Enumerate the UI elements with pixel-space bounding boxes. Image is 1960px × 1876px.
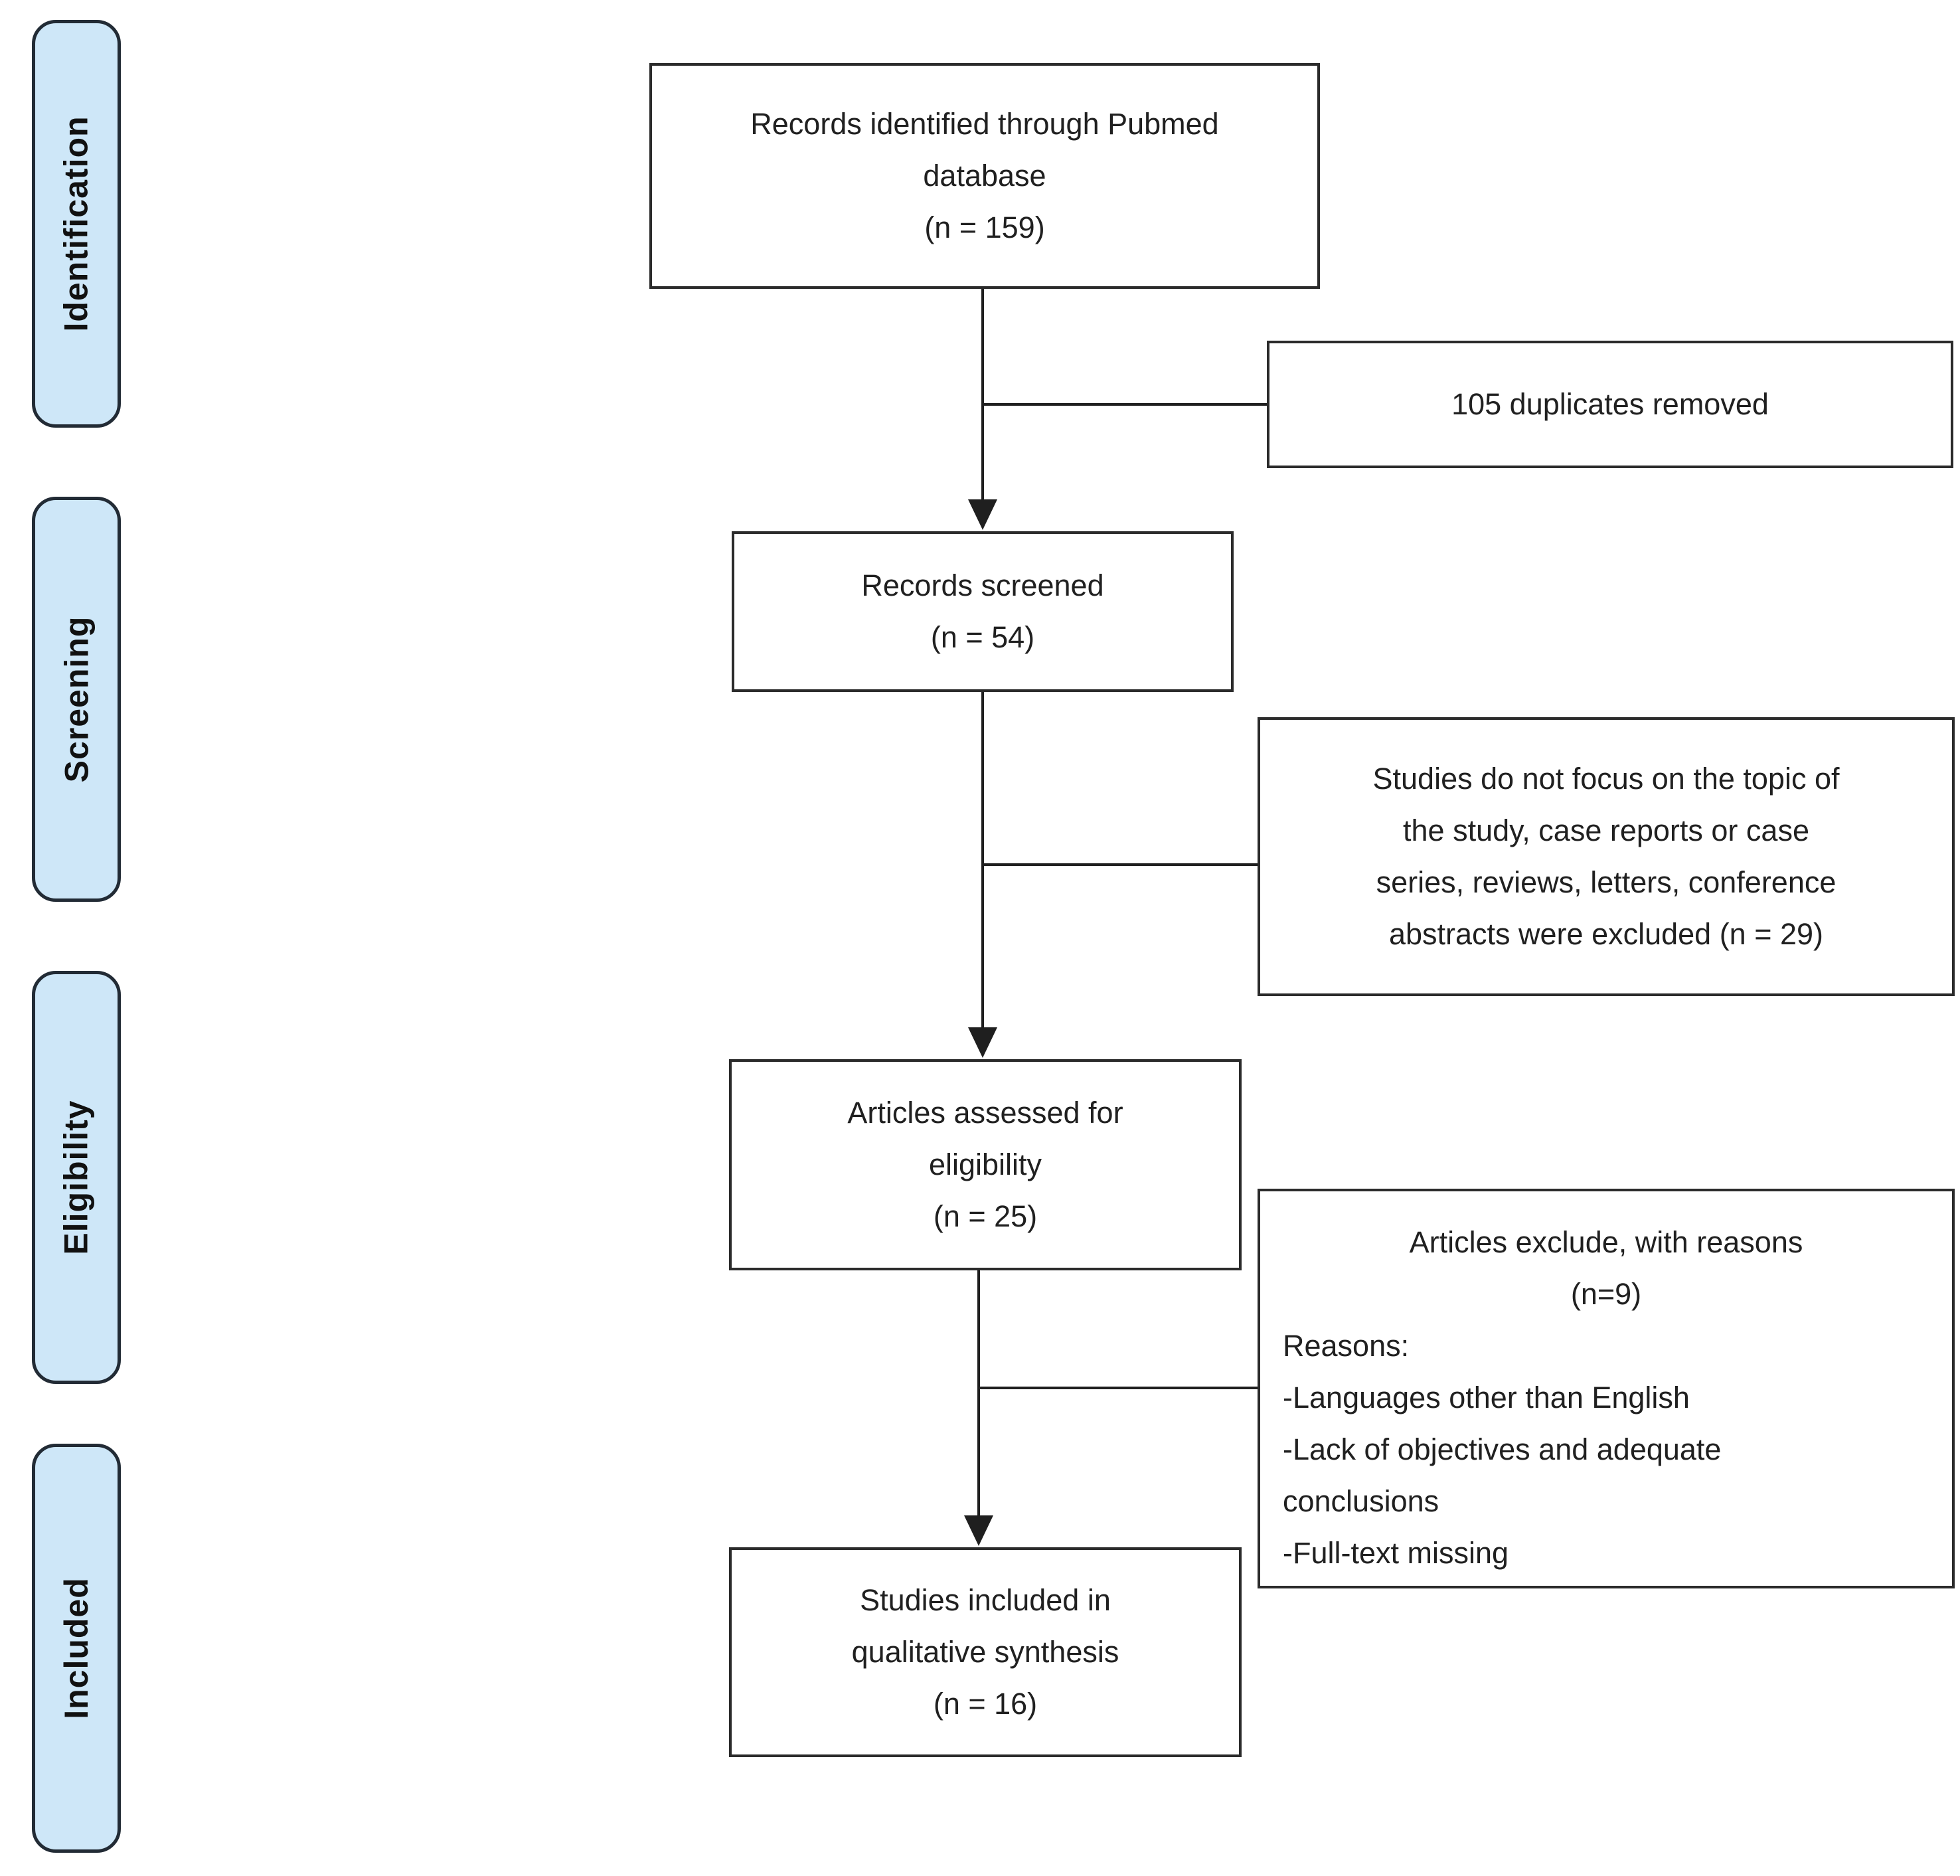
connector-to-duplicates-line (983, 403, 1267, 406)
stage-included-label: Included (58, 1577, 96, 1719)
articles-excluded-reason-2-cont: conclusions (1283, 1484, 1439, 1518)
stage-eligibility-label: Eligibility (58, 1100, 95, 1255)
studies-included-line-2: qualitative synthesis (851, 1635, 1119, 1669)
stage-eligibility: Eligibility (32, 971, 121, 1384)
studies-included-count: (n = 16) (933, 1687, 1038, 1721)
articles-assessed-line-1: Articles assessed for (847, 1096, 1123, 1130)
connector-to-screening-excluded-line (983, 863, 1258, 866)
arrow-assessed-to-included-icon (964, 1515, 993, 1546)
node-articles-excluded: Articles exclude, with reasons (n=9) Rea… (1258, 1189, 1955, 1588)
stage-identification-label: Identification (58, 116, 96, 332)
articles-excluded-count: (n=9) (1570, 1277, 1642, 1311)
screening-excluded-line-3: series, reviews, letters, conference (1376, 865, 1837, 899)
arrow-screened-to-assessed-icon (968, 1027, 997, 1058)
records-identified-line-2: database (923, 159, 1046, 193)
node-screening-excluded: Studies do not focus on the topic of the… (1258, 717, 1955, 996)
records-identified-line-1: Records identified through Pubmed (750, 107, 1219, 141)
records-screened-line-1: Records screened (861, 568, 1104, 602)
stage-included: Included (32, 1444, 121, 1853)
node-articles-assessed: Articles assessed for eligibility (n = 2… (729, 1059, 1242, 1270)
arrow-identified-to-screened-icon (968, 499, 997, 530)
articles-excluded-reason-3: -Full-text missing (1283, 1536, 1509, 1570)
node-records-identified: Records identified through Pubmed databa… (649, 63, 1320, 289)
node-duplicates-removed: 105 duplicates removed (1267, 341, 1953, 468)
articles-excluded-reason-1: -Languages other than English (1283, 1381, 1690, 1414)
node-records-screened: Records screened (n = 54) (732, 531, 1234, 692)
records-identified-count: (n = 159) (924, 211, 1045, 244)
duplicates-removed-text: 105 duplicates removed (1451, 387, 1769, 421)
articles-excluded-reason-2: -Lack of objectives and adequate (1283, 1432, 1722, 1466)
stage-screening-label: Screening (58, 616, 95, 783)
connector-screened-to-assessed-line (981, 692, 984, 1028)
screening-excluded-line-4: abstracts were excluded (n = 29) (1388, 917, 1824, 951)
articles-excluded-reasons-heading: Reasons: (1283, 1329, 1410, 1363)
articles-assessed-line-2: eligibility (928, 1148, 1042, 1181)
studies-included-line-1: Studies included in (860, 1583, 1111, 1617)
stage-identification: Identification (32, 20, 121, 428)
connector-assessed-to-included-line (977, 1270, 980, 1516)
connector-identified-to-screened-line (981, 289, 984, 501)
node-studies-included: Studies included in qualitative synthesi… (729, 1547, 1242, 1757)
screening-excluded-line-1: Studies do not focus on the topic of (1372, 762, 1840, 796)
stage-screening: Screening (32, 497, 121, 902)
records-screened-count: (n = 54) (930, 620, 1035, 654)
connector-to-articles-excluded-line (979, 1387, 1258, 1389)
articles-excluded-title: Articles exclude, with reasons (1409, 1225, 1803, 1259)
articles-assessed-count: (n = 25) (933, 1199, 1038, 1233)
screening-excluded-line-2: the study, case reports or case (1403, 813, 1809, 847)
